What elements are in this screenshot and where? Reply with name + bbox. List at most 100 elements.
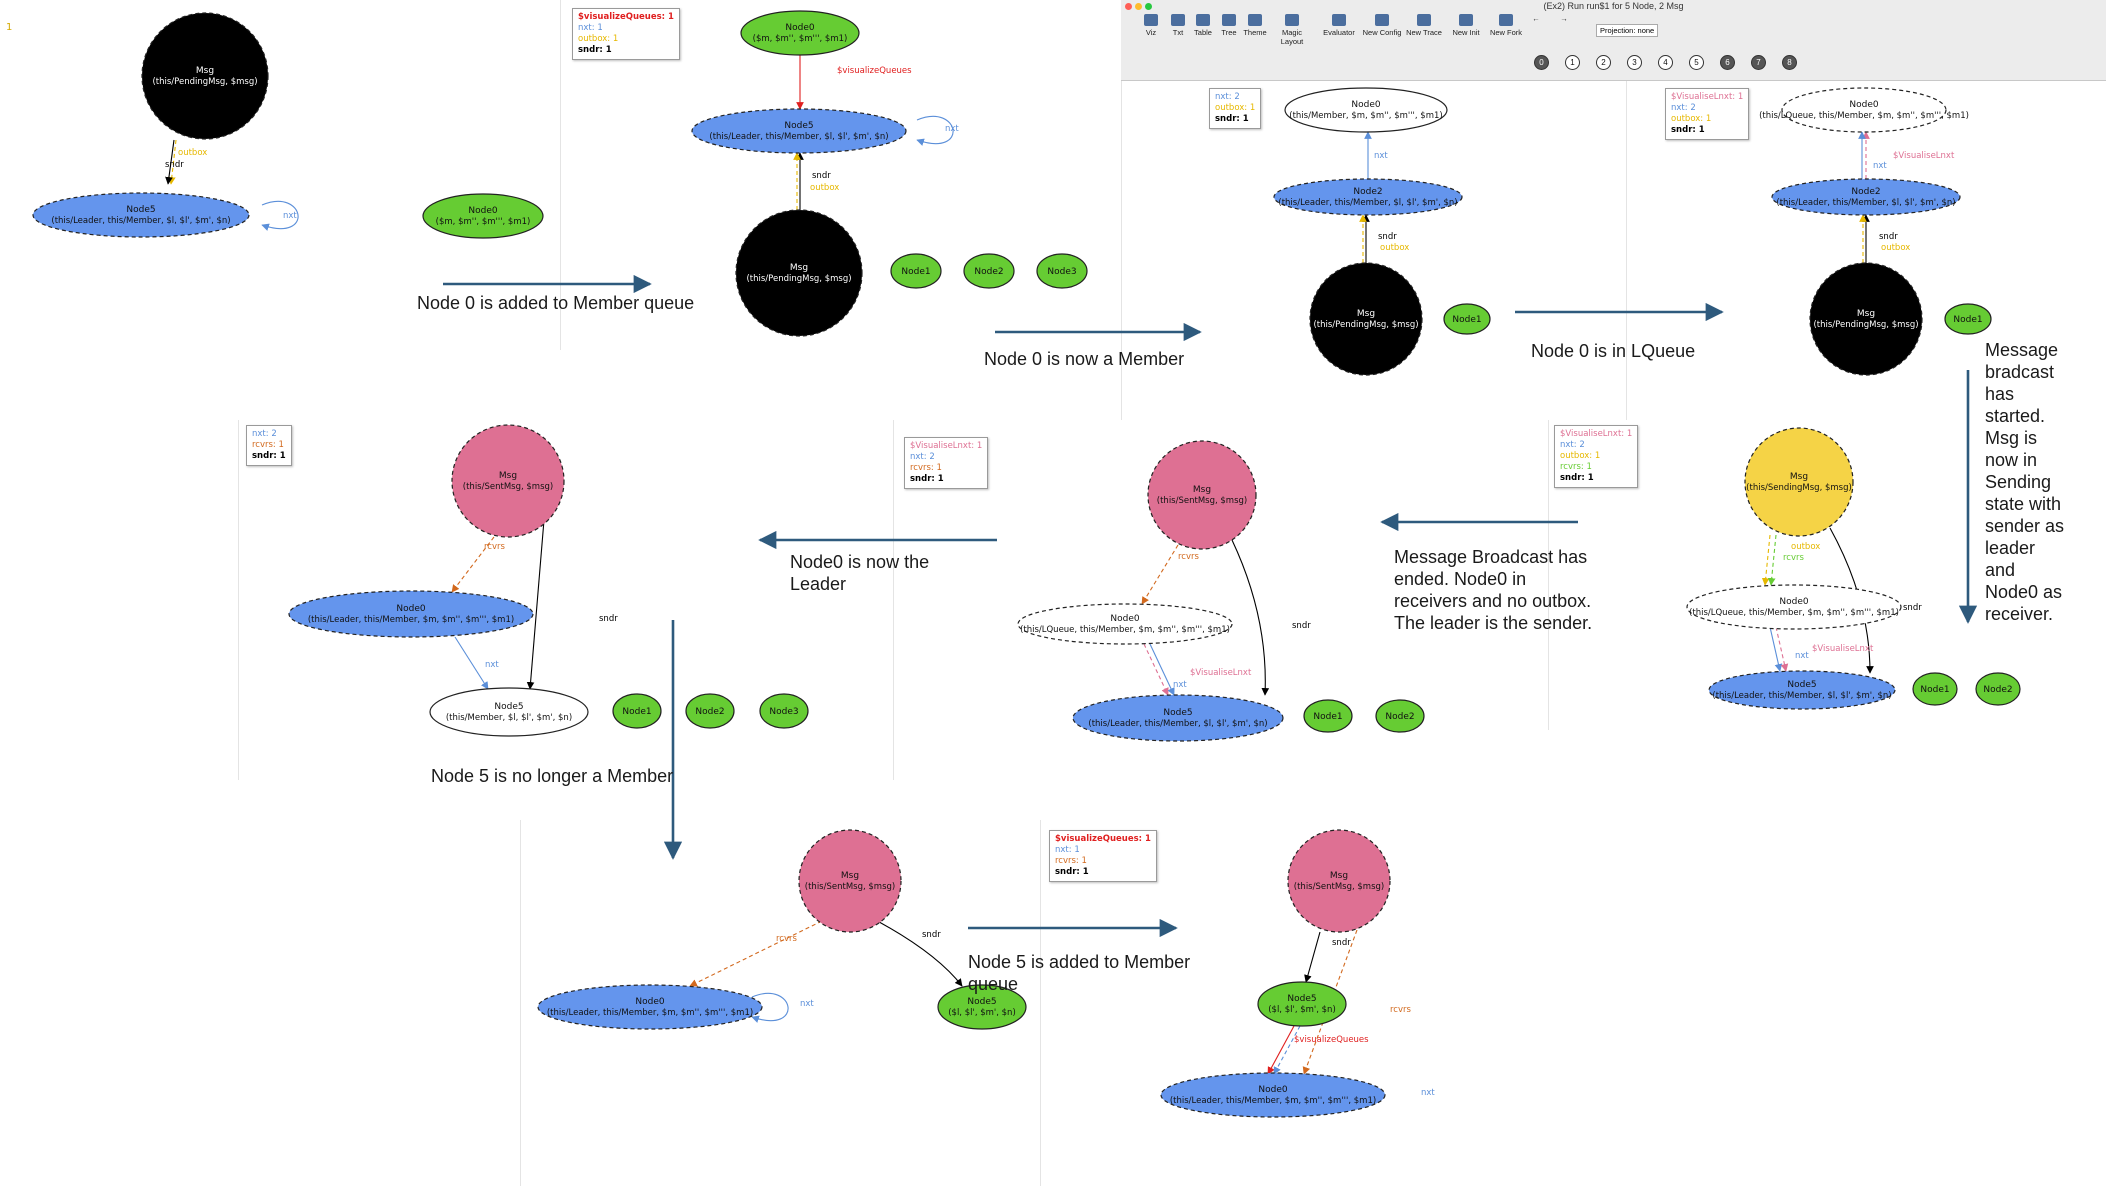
node-node0-shape-p5[interactable]: [1686, 584, 1902, 630]
toolbar-button-viz[interactable]: Viz: [1131, 14, 1171, 37]
trace-step-1[interactable]: 1: [1565, 55, 1580, 70]
caption-c7: Node 5 is no longer a Member: [431, 766, 674, 786]
toolbar-button-evaluator[interactable]: Evaluator: [1319, 14, 1359, 37]
trace-step-2[interactable]: 2: [1596, 55, 1611, 70]
trace-step-6[interactable]: 6: [1720, 55, 1735, 70]
trace-step-7[interactable]: 7: [1751, 55, 1766, 70]
trace-step-4[interactable]: 4: [1658, 55, 1673, 70]
node-msg-shape-p9[interactable]: [1287, 829, 1391, 933]
toolbar-icon: [1459, 14, 1473, 26]
node-node5-shape-p6[interactable]: [1072, 694, 1284, 742]
node-node2-shape-p7[interactable]: [685, 693, 735, 729]
projection-selector[interactable]: Projection: none: [1596, 24, 1659, 37]
node-title-p2: Node1: [901, 267, 930, 277]
node-node0-shape-p3[interactable]: [1284, 87, 1448, 133]
node-node1-shape-p5[interactable]: [1912, 672, 1958, 706]
node-msg-shape-p4[interactable]: [1809, 262, 1923, 376]
legend-item: outbox: 1: [1560, 451, 1601, 461]
node-node0-shape-p6[interactable]: [1017, 603, 1233, 645]
node-node3-shape-p7[interactable]: [759, 693, 809, 729]
toolbar-button-magic-layout[interactable]: Magic Layout: [1272, 14, 1312, 46]
legend-item: sndr: 1: [910, 474, 944, 484]
toolbar-button-new-config[interactable]: New Config: [1362, 14, 1402, 37]
toolbar-button-tree[interactable]: Tree: [1209, 14, 1249, 37]
node-node0-shape-p2[interactable]: [740, 10, 860, 56]
legend-item: sndr: 1: [1671, 125, 1705, 135]
corner-label: 1: [6, 22, 13, 33]
node-msg-shape-p8[interactable]: [798, 829, 902, 933]
node-node3-shape-p2[interactable]: [1036, 253, 1088, 289]
node-node0-shape-p1[interactable]: [422, 193, 544, 239]
node-node0-shape-p4[interactable]: [1781, 87, 1947, 133]
node-subtitle-p3: (this/Leader, this/Member, $l, $l', $m',…: [1278, 198, 1457, 208]
node-subtitle-p6: (this/Leader, this/Member, $l, $l', $m',…: [1088, 719, 1267, 729]
toolbar-button-new-init[interactable]: New Init: [1446, 14, 1486, 37]
node-node2-shape-p2[interactable]: [963, 253, 1015, 289]
close-window-dot[interactable]: [1125, 3, 1132, 10]
toolbar-icon: [1171, 14, 1185, 26]
node-msg-shape-p1[interactable]: [141, 12, 269, 140]
toolbar-button--[interactable]: →: [1553, 14, 1575, 23]
node-subtitle-p4: (this/PendingMsg, $msg): [1813, 320, 1918, 330]
node-node0-shape-p8[interactable]: [537, 984, 763, 1030]
node-subtitle-p7: (this/Leader, this/Member, $m, $m'', $m'…: [308, 615, 514, 625]
node-node5-shape-p8[interactable]: [937, 984, 1027, 1030]
node-node5-shape-p2[interactable]: [691, 108, 907, 154]
trace-step-0[interactable]: 0: [1534, 55, 1549, 70]
node-subtitle-p9: (this/SentMsg, $msg): [1294, 882, 1384, 892]
zoom-window-dot[interactable]: [1145, 3, 1152, 10]
node-node0-shape-p7[interactable]: [288, 590, 534, 638]
node-node1-shape-p6[interactable]: [1303, 699, 1353, 733]
toolbar-button-theme[interactable]: Theme: [1235, 14, 1275, 37]
trace-step-8[interactable]: 8: [1782, 55, 1797, 70]
node-title-p2: Node2: [974, 267, 1003, 277]
node-node5-shape-p1[interactable]: [32, 192, 250, 238]
node-node2-shape-p5[interactable]: [1975, 672, 2021, 706]
node-node1-shape-p2[interactable]: [890, 253, 942, 289]
minimize-window-dot[interactable]: [1135, 3, 1142, 10]
toolbar-button-new-fork[interactable]: New Fork: [1486, 14, 1526, 37]
edge-label-p4: outbox: [1881, 243, 1910, 253]
node-title-p1: Node5: [126, 205, 155, 215]
node-node5-shape-p5[interactable]: [1708, 670, 1896, 710]
toolbar-button-table[interactable]: Table: [1183, 14, 1223, 37]
node-node5-shape-p9[interactable]: [1257, 981, 1347, 1027]
node-msg-shape-p2[interactable]: [735, 209, 863, 337]
node-node2-shape-p6[interactable]: [1375, 699, 1425, 733]
node-title-p5: Node2: [1983, 685, 2012, 695]
node-msg-shape-p7[interactable]: [451, 424, 565, 538]
edge-nxt-p8: [751, 992, 789, 1023]
node-node1-shape-p4[interactable]: [1944, 303, 1992, 335]
toolbar-icon: [1332, 14, 1346, 26]
edge-nxt-p6: [1149, 643, 1175, 696]
node-msg-shape-p5[interactable]: [1744, 427, 1854, 537]
edge-label-p1: nxt: [283, 211, 297, 221]
node-node5-shape-p7[interactable]: [429, 687, 589, 737]
toolbar-button-txt[interactable]: Txt: [1158, 14, 1198, 37]
edge-outbox-p5: [1761, 534, 1771, 586]
toolbar-button--[interactable]: ←: [1525, 14, 1547, 23]
node-subtitle-p2: ($m, $m'', $m''', $m1): [753, 34, 848, 44]
toolbar-icon: [1375, 14, 1389, 26]
legend-item: outbox: 1: [578, 34, 619, 44]
node-node1-shape-p3[interactable]: [1443, 303, 1491, 335]
legend-item: nxt: 2: [910, 452, 935, 462]
node-node2-shape-p3[interactable]: [1273, 178, 1463, 216]
toolbar-icon: [1499, 14, 1513, 26]
node-msg-shape-p6[interactable]: [1147, 440, 1257, 550]
node-node2-shape-p4[interactable]: [1771, 178, 1961, 216]
node-node0-shape-p9[interactable]: [1160, 1072, 1386, 1118]
toolbar-button-new-trace[interactable]: New Trace: [1404, 14, 1444, 37]
toolbar-label: Magic Layout: [1280, 28, 1304, 46]
trace-step-3[interactable]: 3: [1627, 55, 1642, 70]
toolbar-label: Table: [1194, 28, 1212, 37]
edge-label-p9: rcvrs: [1390, 1005, 1412, 1015]
node-node1-shape-p7[interactable]: [612, 693, 662, 729]
trace-step-5[interactable]: 5: [1689, 55, 1704, 70]
node-msg-shape-p3[interactable]: [1309, 262, 1423, 376]
caption-c1: Node 0 is added to Member queue: [417, 293, 695, 313]
